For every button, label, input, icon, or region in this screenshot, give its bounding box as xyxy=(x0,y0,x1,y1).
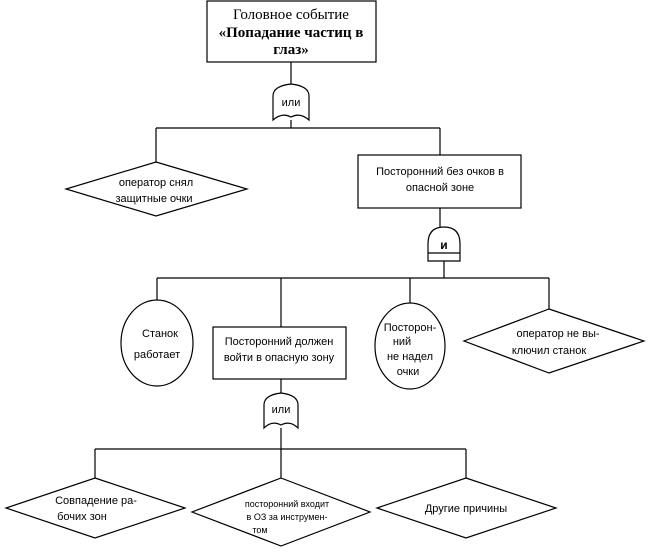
work-zones-line2: бочих зон xyxy=(57,511,107,523)
outsider-enter-zone-line2: войти в опасную зону xyxy=(224,352,335,364)
outsider-enters-oz-line3: том xyxy=(252,525,267,535)
outsider-no-glasses-circle-line2: ний xyxy=(393,336,411,348)
outsider-no-glasses-box: Посторонний без очков в опасной зоне xyxy=(357,154,522,209)
machine-running-circle: Станок работает xyxy=(120,299,194,387)
operator-removed-glasses-diamond: оператор снял защитные очки xyxy=(63,161,250,217)
operator-not-stopped-diamond: оператор не вы- ключил станок xyxy=(462,308,646,374)
outsider-enter-zone-box: Посторонний должен войти в опасную зону xyxy=(212,326,347,380)
outsider-enters-oz-diamond: посторонний входит в ОЗ за инструмен- то… xyxy=(190,477,372,547)
or-gate-bottom-label: или xyxy=(272,404,291,416)
or-gate-bottom: или xyxy=(263,392,299,430)
connector-lines xyxy=(94,62,550,478)
top-event-line3: глаз» xyxy=(273,42,309,58)
outsider-no-glasses-circle-line3: не надел xyxy=(387,351,433,363)
machine-running-line1: Станок xyxy=(142,328,178,340)
outsider-no-glasses-line2: опасной зоне xyxy=(406,182,474,194)
outsider-no-glasses-circle-line1: Посторон- xyxy=(384,322,437,334)
operator-removed-glasses-line1: оператор снял xyxy=(119,177,193,189)
outsider-enters-oz-line1: посторонний входит xyxy=(245,499,329,509)
work-zones-diamond: Совпадение ра- бочих зон xyxy=(4,477,187,539)
other-causes-line1: Другие причины xyxy=(425,503,507,515)
outsider-no-glasses-circle-line4: очки xyxy=(397,366,420,378)
outsider-enters-oz-line2: в ОЗ за инструмен- xyxy=(247,512,328,522)
other-causes-diamond: Другие причины xyxy=(375,477,558,539)
outsider-enter-zone-line1: Посторонний должен xyxy=(225,336,334,348)
outsider-no-glasses-circle: Посторон- ний не надел очки xyxy=(374,302,446,390)
top-event-line1: Головное событие xyxy=(233,7,349,23)
operator-removed-glasses-line2: защитные очки xyxy=(115,193,192,205)
or-gate-top: или xyxy=(272,83,310,122)
operator-not-stopped-line2: ключил станок xyxy=(512,345,586,357)
and-gate-label: и xyxy=(440,238,447,252)
top-event-box: Головное событие «Попадание частиц в гла… xyxy=(206,0,377,63)
operator-not-stopped-line1: оператор не вы- xyxy=(516,328,599,340)
and-gate: и xyxy=(427,226,461,262)
machine-running-line2: работает xyxy=(134,349,180,361)
or-gate-top-label: или xyxy=(282,97,301,109)
work-zones-line1: Совпадение ра- xyxy=(55,495,137,507)
outsider-no-glasses-line1: Посторонний без очков в xyxy=(376,166,504,178)
top-event-line2: «Попадание частиц в xyxy=(219,25,364,41)
